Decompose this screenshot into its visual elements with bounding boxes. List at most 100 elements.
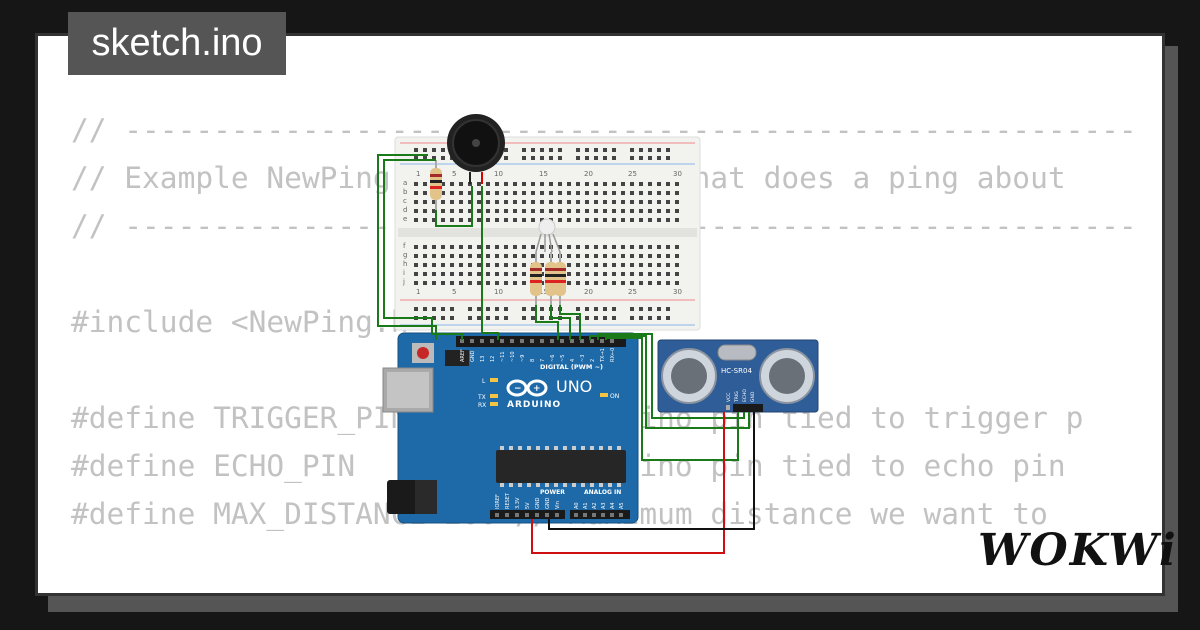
rail-hole xyxy=(558,148,562,152)
pin-label: 4 xyxy=(570,359,576,362)
rail-hole xyxy=(594,307,598,311)
breadboard-hole xyxy=(486,245,490,249)
breadboard-hole xyxy=(630,254,634,258)
breadboard-hole xyxy=(468,254,472,258)
breadboard-hole xyxy=(594,191,598,195)
header-pin xyxy=(520,339,524,343)
rail-hole xyxy=(594,148,598,152)
breadboard-hole xyxy=(639,200,643,204)
reset-button[interactable] xyxy=(417,347,429,359)
rail-hole xyxy=(495,316,499,320)
breadboard-hole xyxy=(621,281,625,285)
breadboard-hole xyxy=(594,209,598,213)
led-label: RX xyxy=(478,402,486,409)
breadboard-hole xyxy=(504,263,508,267)
breadboard-hole xyxy=(459,191,463,195)
chip-leg xyxy=(563,446,567,450)
rail-hole xyxy=(432,156,436,160)
rail-hole xyxy=(657,156,661,160)
breadboard-hole xyxy=(603,263,607,267)
breadboard-hole xyxy=(657,245,661,249)
breadboard-hole xyxy=(648,182,652,186)
wires xyxy=(377,154,755,554)
rail-hole xyxy=(576,148,580,152)
breadboard-hole xyxy=(648,272,652,276)
breadboard-hole xyxy=(477,209,481,213)
rail-hole xyxy=(414,307,418,311)
rail-hole xyxy=(603,307,607,311)
breadboard-hole xyxy=(657,281,661,285)
breadboard-hole xyxy=(648,281,652,285)
svg-text:+: + xyxy=(533,384,541,394)
breadboard-hole xyxy=(594,263,598,267)
row-letter: h xyxy=(403,260,407,268)
breadboard-hole xyxy=(648,263,652,267)
breadboard-hole xyxy=(621,218,625,222)
file-title-tab: sketch.ino xyxy=(68,12,286,75)
breadboard-hole xyxy=(576,218,580,222)
breadboard-hole xyxy=(468,209,472,213)
breadboard-hole xyxy=(630,281,634,285)
rail-hole xyxy=(657,307,661,311)
breadboard-hole xyxy=(585,263,589,267)
breadboard-hole xyxy=(549,200,553,204)
led-label: TX xyxy=(477,394,486,401)
pin-label: ~5 xyxy=(560,355,566,362)
breadboard-hole xyxy=(648,254,652,258)
header-pin xyxy=(490,339,494,343)
breadboard-hole xyxy=(603,254,607,258)
breadboard-hole xyxy=(441,245,445,249)
breadboard-hole xyxy=(441,272,445,276)
chip-leg xyxy=(527,446,531,450)
column-number: 1 xyxy=(416,170,420,178)
breadboard-hole xyxy=(567,209,571,213)
pin-label: RX←0 xyxy=(610,348,616,362)
breadboard-hole xyxy=(639,272,643,276)
breadboard-hole xyxy=(477,245,481,249)
breadboard-hole xyxy=(576,209,580,213)
rail-hole xyxy=(666,307,670,311)
pin-label: ECHO xyxy=(742,389,748,402)
breadboard-hole xyxy=(495,209,499,213)
breadboard-hole xyxy=(450,281,454,285)
breadboard-hole xyxy=(459,263,463,267)
breadboard-hole xyxy=(540,182,544,186)
breadboard-hole xyxy=(540,263,544,267)
breadboard-hole xyxy=(648,191,652,195)
breadboard-hole xyxy=(495,218,499,222)
breadboard-hole xyxy=(540,191,544,195)
rail-hole xyxy=(504,316,508,320)
rail-hole xyxy=(594,316,598,320)
breadboard-hole xyxy=(531,254,535,258)
breadboard-hole xyxy=(414,263,418,267)
breadboard-hole xyxy=(531,191,535,195)
header-pin xyxy=(601,513,605,517)
pin-label: Vin xyxy=(555,501,561,509)
pin-label: 13 xyxy=(480,356,486,362)
breadboard-hole xyxy=(459,218,463,222)
breadboard-hole xyxy=(531,200,535,204)
breadboard-hole xyxy=(567,191,571,195)
breadboard-hole xyxy=(414,182,418,186)
breadboard-hole xyxy=(423,218,427,222)
row-letter: i xyxy=(403,269,405,277)
breadboard-hole xyxy=(675,245,679,249)
chip-leg xyxy=(581,446,585,450)
breadboard-hole xyxy=(450,191,454,195)
breadboard-hole xyxy=(612,191,616,195)
breadboard-hole xyxy=(495,263,499,267)
breadboard-hole xyxy=(594,281,598,285)
breadboard-hole xyxy=(495,191,499,195)
header-pin xyxy=(592,513,596,517)
breadboard-hole xyxy=(666,182,670,186)
breadboard-hole xyxy=(495,272,499,276)
breadboard-hole xyxy=(477,182,481,186)
breadboard-hole xyxy=(675,182,679,186)
pin-label: A3 xyxy=(601,502,607,509)
board-model: UNO xyxy=(556,377,592,396)
header-pin xyxy=(525,513,529,517)
rail-hole xyxy=(594,156,598,160)
pin-label: A2 xyxy=(592,502,598,509)
rail-hole xyxy=(648,307,652,311)
chip-leg xyxy=(608,446,612,450)
